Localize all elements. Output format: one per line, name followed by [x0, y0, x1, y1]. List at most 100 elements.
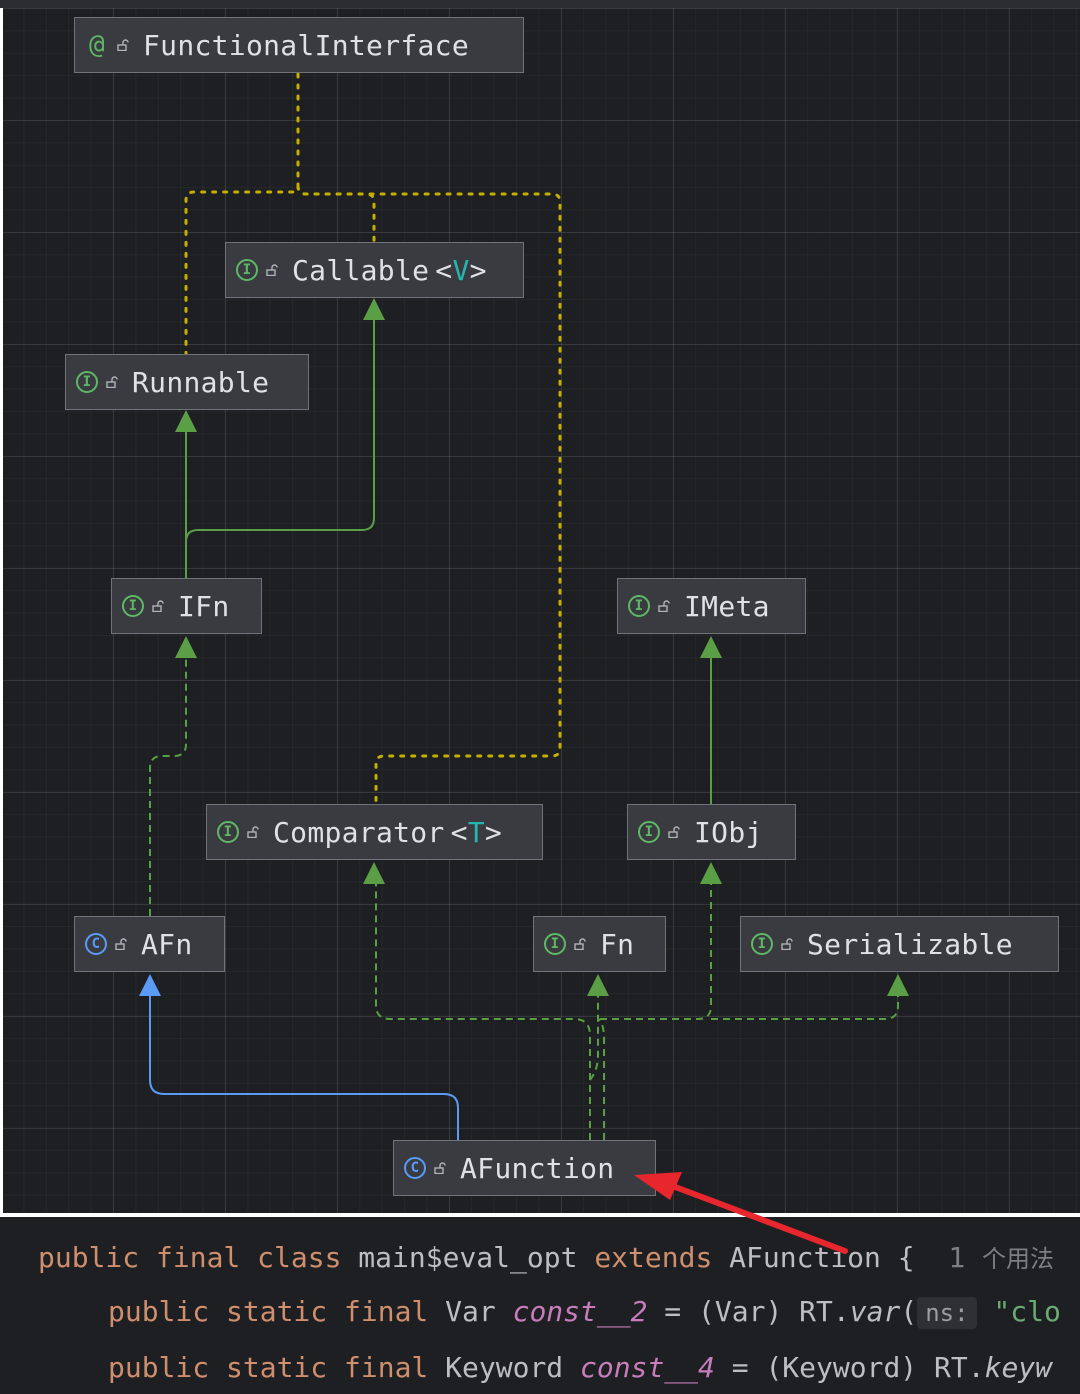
code-editor[interactable]: public final class main$eval_opt extends…: [0, 1213, 1080, 1394]
node-callable[interactable]: I Callable <V>: [225, 242, 524, 298]
field-name: const__4: [580, 1351, 715, 1384]
edge-afunction-comparator: [375, 878, 591, 1140]
edge-afunction-serializable: [711, 992, 899, 1020]
node-imeta[interactable]: I IMeta: [617, 578, 806, 634]
node-label: Runnable: [132, 365, 270, 399]
unlock-icon: [247, 826, 259, 838]
unlock-icon: [434, 1162, 446, 1174]
interface-icon: I: [751, 933, 773, 955]
class-icon: C: [85, 933, 107, 955]
implements-arrowheads: [175, 298, 909, 996]
class-icon: C: [404, 1157, 426, 1179]
edge-afunction-trunk: [597, 1018, 605, 1140]
arrowhead-serializable: [887, 974, 909, 996]
unlock-icon: [106, 376, 118, 388]
edge-afunction-afn: [149, 990, 459, 1140]
type-param-open: <: [450, 815, 468, 849]
type-param: T: [467, 815, 485, 849]
assignment: = (Var) RT.: [647, 1295, 850, 1328]
arrowhead-fn: [587, 974, 609, 996]
brace: {: [880, 1241, 915, 1274]
type-param-close: >: [469, 253, 487, 287]
node-label: Comparator: [273, 815, 445, 849]
edge-afunction-fn: [589, 992, 599, 1081]
node-label: FunctionalInterface: [143, 28, 469, 62]
node-label: AFn: [141, 927, 193, 961]
annotation-edges: [184, 72, 562, 806]
node-ifn[interactable]: I IFn: [111, 578, 262, 634]
arrowhead-afn: [139, 974, 161, 996]
type-name: Var: [445, 1295, 513, 1328]
unlock-icon: [658, 600, 670, 612]
assignment: = (Keyword) RT.: [714, 1351, 985, 1384]
node-label: IObj: [694, 815, 763, 849]
node-label: Serializable: [807, 927, 1013, 961]
type-param-close: >: [484, 815, 503, 849]
unlock-icon: [115, 938, 127, 950]
edge-afunction-iobj: [600, 878, 712, 1020]
edge-functional-to-comparator: [296, 184, 562, 806]
arrowhead-callable: [363, 298, 385, 320]
arrowhead-ifn: [175, 636, 197, 658]
unlock-icon: [781, 938, 793, 950]
string-literal: "clo: [976, 1295, 1061, 1328]
interface-icon: I: [544, 933, 566, 955]
unlock-icon: [574, 938, 586, 950]
unlock-icon: [152, 600, 164, 612]
keyword: public static final: [108, 1351, 446, 1384]
parent-class: AFunction: [729, 1241, 881, 1274]
keyword: public final class: [38, 1241, 359, 1274]
implements-solid-edges: [185, 316, 712, 804]
method-name: keyw: [984, 1351, 1053, 1384]
type-param-open: <: [435, 253, 453, 287]
interface-icon: I: [638, 821, 660, 843]
unlock-icon: [266, 264, 278, 276]
annotation-icon: @: [89, 30, 105, 60]
node-label: IFn: [178, 589, 230, 623]
interface-icon: I: [236, 259, 258, 281]
arrowhead-comparator: [363, 862, 385, 884]
node-label: IMeta: [684, 589, 770, 623]
arrowhead-imeta: [700, 636, 722, 658]
unlock-icon: [117, 39, 129, 51]
node-runnable[interactable]: I Runnable: [65, 354, 309, 410]
parameter-hint: ns:: [917, 1297, 977, 1329]
implements-dashed-edges: [149, 654, 899, 1140]
keyword: public static final: [108, 1295, 446, 1328]
type-name: Keyword: [445, 1351, 581, 1384]
node-afunction[interactable]: C AFunction: [393, 1140, 656, 1196]
code-line-2: public static final Var const__2 = (Var)…: [108, 1295, 1061, 1329]
node-iobj[interactable]: I IObj: [627, 804, 796, 860]
code-line-3: public static final Keyword const__4 = (…: [108, 1351, 1052, 1384]
edge-functional-to-runnable: [184, 72, 300, 356]
interface-icon: I: [122, 595, 144, 617]
usage-label[interactable]: 个用法: [982, 1245, 1055, 1273]
usage-count: 1: [914, 1241, 983, 1274]
interface-icon: I: [628, 595, 650, 617]
node-serializable[interactable]: I Serializable: [740, 916, 1059, 972]
node-functional-interface[interactable]: @ FunctionalInterface: [74, 17, 524, 73]
arrowhead-iobj: [700, 862, 722, 884]
diagram-edges: [139, 72, 909, 1140]
edge-afn-ifn: [149, 654, 187, 916]
arrowhead-runnable: [175, 410, 197, 432]
method-name: var: [849, 1295, 901, 1328]
node-label: AFunction: [460, 1151, 615, 1185]
type-param: V: [452, 253, 470, 287]
node-label: Callable: [292, 253, 430, 287]
edge-callable-ifn: [185, 316, 375, 578]
node-label: Fn: [600, 927, 635, 961]
interface-icon: I: [76, 371, 98, 393]
top-toolbar-strip: [0, 0, 1080, 8]
class-hierarchy-diagram: [3, 0, 1080, 1213]
unlock-icon: [668, 826, 680, 838]
node-afn[interactable]: C AFn: [74, 916, 225, 972]
class-name: main$eval_opt: [358, 1241, 595, 1274]
node-fn[interactable]: I Fn: [533, 916, 666, 972]
keyword: extends: [594, 1241, 730, 1274]
paren: (: [900, 1295, 918, 1328]
field-name: const__2: [512, 1295, 648, 1328]
node-comparator[interactable]: I Comparator <T>: [206, 804, 543, 860]
interface-icon: I: [217, 821, 239, 843]
code-line-1: public final class main$eval_opt extends…: [38, 1239, 1054, 1274]
